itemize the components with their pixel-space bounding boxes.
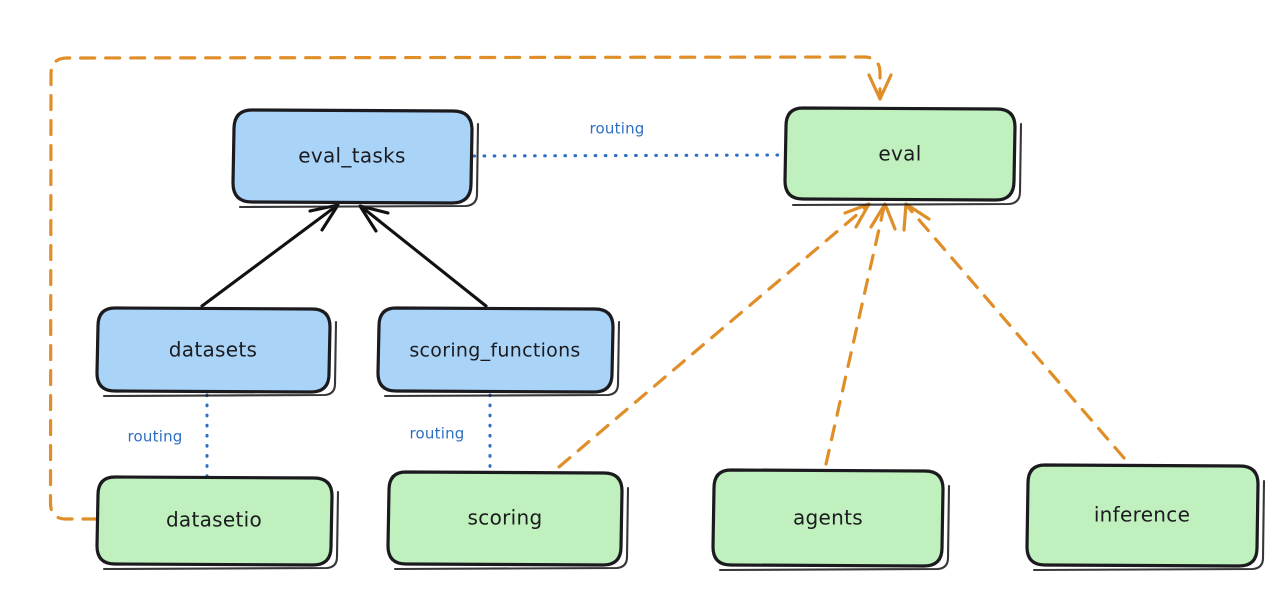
edge-label-routing-eval: routing [590, 120, 645, 138]
node-scoring_functions-box [376, 306, 615, 394]
node-eval_tasks-shadow [238, 122, 480, 209]
node-eval-shadow [791, 122, 1023, 207]
node-scoring_functions-shadow [383, 320, 621, 398]
node-agents-box [711, 468, 945, 568]
edge-inference-eval-line [906, 205, 1126, 460]
node-eval-box [783, 106, 1017, 202]
node-inference-box [1025, 463, 1260, 568]
node-inference-label: inference [1094, 503, 1190, 527]
node-datasets-box [95, 306, 332, 394]
edge-scoring_functions-scoring: routing [410, 393, 492, 473]
node-eval[interactable]: eval [783, 106, 1023, 207]
node-scoring-box [386, 470, 624, 567]
edge-datasets-eval_tasks [200, 203, 340, 308]
node-eval-label: eval [878, 142, 921, 166]
node-inference[interactable]: inference [1025, 463, 1266, 572]
edge-scoring_functions-eval_tasks [358, 204, 488, 308]
node-datasetio-label: datasetio [166, 508, 262, 532]
node-datasets[interactable]: datasets [95, 306, 338, 398]
edge-label-routing-datasetio: routing [128, 428, 183, 446]
node-scoring_functions[interactable]: scoring_functions [376, 306, 621, 398]
node-scoring-label: scoring [468, 506, 543, 530]
node-inference-shadow [1032, 479, 1266, 572]
edge-datasets-eval_tasks-arrowhead [308, 203, 340, 232]
edge-eval_tasks-eval: routing [472, 120, 785, 158]
node-eval_tasks-box [231, 108, 474, 205]
edge-datasets-datasetio: routing [128, 393, 209, 478]
node-scoring-shadow [393, 486, 630, 571]
node-datasets-shadow [102, 320, 338, 398]
node-datasetio[interactable]: datasetio [95, 475, 340, 571]
edge-eval_tasks-eval-line [472, 153, 785, 158]
node-scoring_functions-label: scoring_functions [409, 340, 580, 362]
edge-agents-eval [824, 202, 897, 466]
edge-inference-eval [902, 202, 1126, 460]
node-agents-label: agents [793, 506, 863, 530]
nodes-layer: eval_tasks eval datasets scoring_functio… [95, 106, 1266, 572]
edge-datasets-eval_tasks-line [200, 205, 337, 308]
edges-layer: routing routing routing [48, 55, 1126, 521]
node-eval_tasks-label: eval_tasks [298, 144, 405, 168]
edge-datasetio-eval [48, 55, 893, 521]
edge-datasetio-eval-arrowhead [867, 73, 893, 101]
node-datasets-label: datasets [169, 338, 257, 362]
edge-scoring_functions-eval_tasks-line [361, 206, 488, 308]
node-eval_tasks[interactable]: eval_tasks [231, 108, 480, 209]
edge-scoring-eval-line [538, 205, 868, 485]
edge-label-routing-scoring: routing [410, 425, 465, 443]
node-datasetio-shadow [102, 490, 340, 571]
node-scoring[interactable]: scoring [386, 470, 630, 571]
node-agents-shadow [718, 484, 951, 572]
edge-agents-eval-line [824, 205, 886, 466]
node-datasetio-box [95, 475, 334, 567]
node-agents[interactable]: agents [711, 468, 951, 572]
